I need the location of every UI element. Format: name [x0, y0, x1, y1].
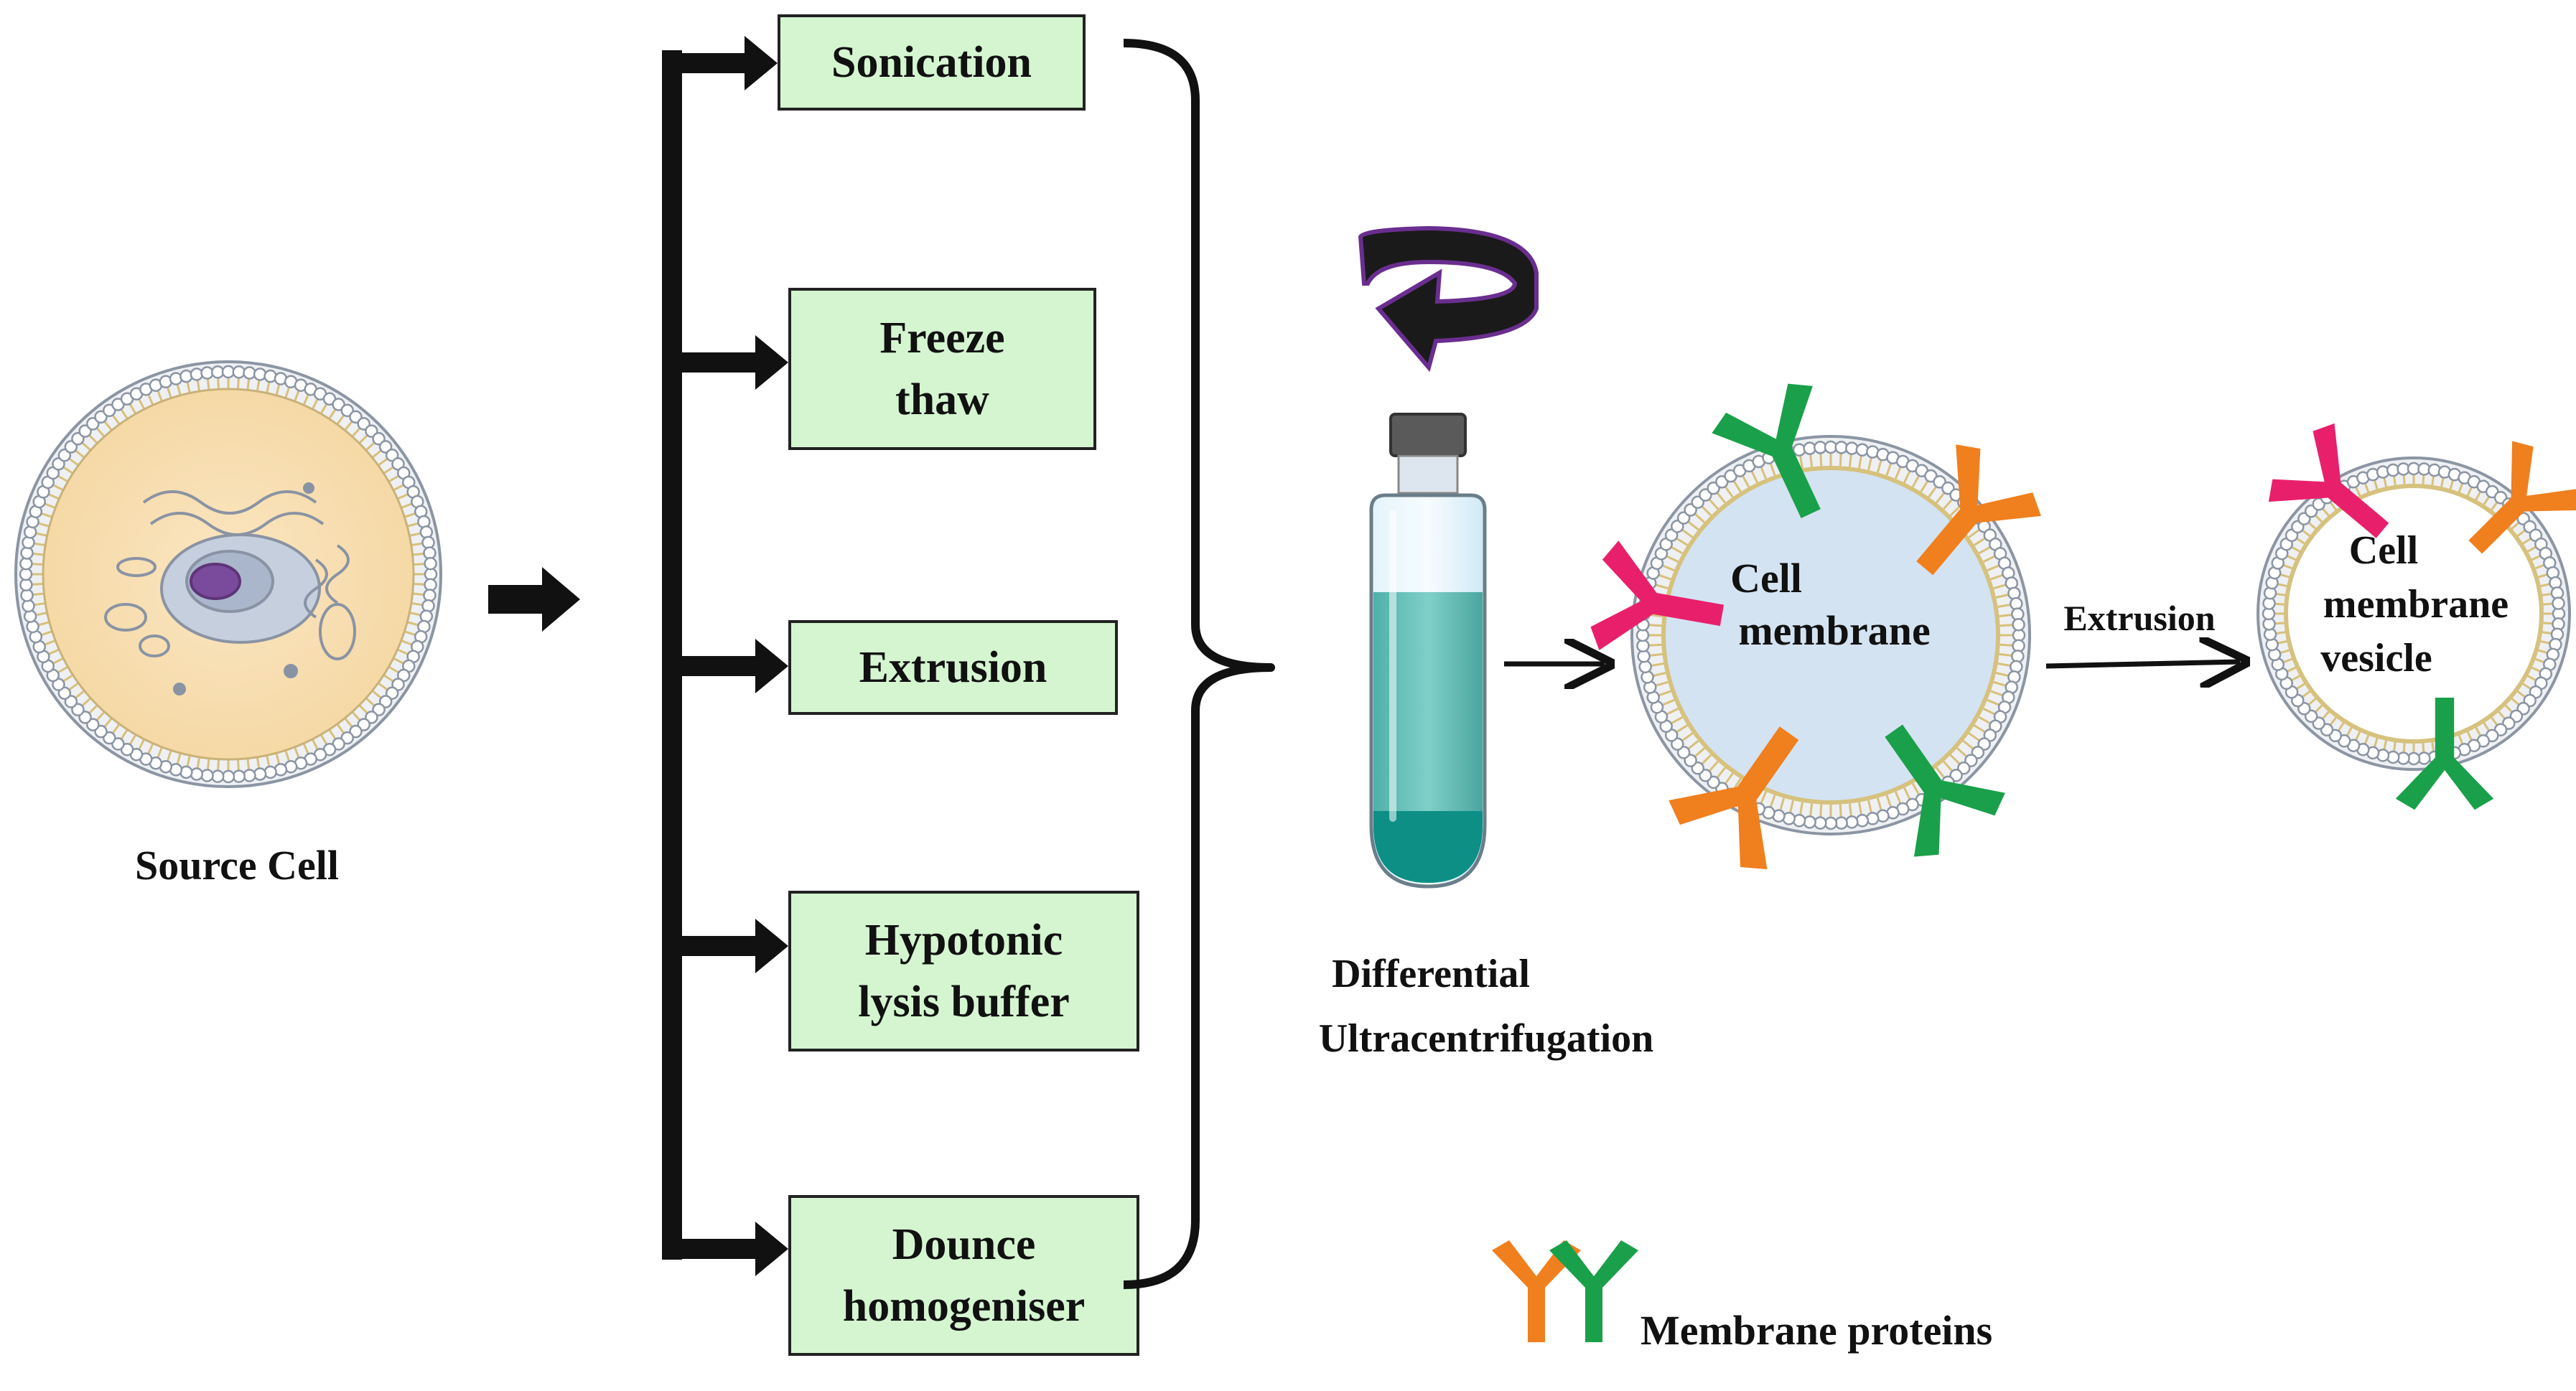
method-arrow	[662, 1222, 788, 1276]
method-label: Freeze	[879, 314, 1004, 362]
methods-distribution-bracket	[662, 50, 682, 1260]
source-cell-bilayer	[19, 365, 438, 784]
source-cell-label: Source Cell	[135, 842, 339, 889]
membrane-protein-orange-icon	[1916, 444, 2041, 576]
membrane-label-line-1: Cell	[1730, 555, 1802, 601]
method-arrow	[662, 639, 788, 693]
membrane-label-line-2: membrane	[1738, 607, 1930, 654]
centrifuge-tube: Differential Ultracentrifugation	[1319, 225, 1654, 1061]
method-item: Dounce homogeniser	[662, 1195, 1139, 1356]
method-box	[788, 1195, 1139, 1356]
method-item: Freeze thaw	[662, 288, 1096, 450]
method-arrow	[662, 335, 788, 390]
membrane-protein-green-icon	[1712, 383, 1821, 518]
source-to-methods-arrow	[488, 567, 580, 632]
method-item: Hypotonic lysis buffer	[662, 891, 1139, 1052]
membrane-protein-orange-icon	[1669, 726, 1799, 870]
membrane-protein-pink-icon	[1590, 540, 1725, 650]
membrane-to-vesicle-arrow	[2045, 662, 2240, 666]
legend-green-protein-icon	[1549, 1240, 1638, 1342]
method-label: Extrusion	[859, 643, 1047, 692]
methods-curly-brace	[1123, 39, 1275, 1289]
method-item: Extrusion	[662, 620, 1118, 715]
centrifugation-label-line-2: Ultracentrifugation	[1319, 1016, 1654, 1061]
vesicle-label-line-1: Cell	[2349, 528, 2418, 573]
method-box	[788, 288, 1096, 450]
cell-organelles	[104, 482, 356, 696]
method-box	[778, 14, 1086, 111]
method-arrow	[662, 36, 778, 90]
method-label: Dounce	[892, 1220, 1036, 1269]
vesicle-protein-pink-icon	[2268, 423, 2389, 538]
membrane-vesicle-illustration: Cell membrane vesicle	[2257, 423, 2576, 810]
cell-membrane-illustration: Cell membrane	[1590, 383, 2041, 870]
method-label: thaw	[895, 375, 989, 424]
method-arrow	[662, 919, 788, 973]
vesicle-protein-orange-icon	[2468, 441, 2576, 554]
rotation-arrow-icon	[1358, 225, 1539, 373]
method-label: homogeniser	[843, 1282, 1086, 1331]
method-box	[788, 891, 1139, 1052]
method-item: Sonication	[662, 14, 1086, 111]
method-box	[788, 620, 1118, 715]
centrifugation-label-line-1: Differential	[1332, 952, 1530, 996]
vesicle-label-line-2: membrane	[2323, 582, 2509, 627]
extrusion-step-label: Extrusion	[2063, 598, 2215, 638]
method-label: Sonication	[831, 38, 1032, 87]
legend-label: Membrane proteins	[1641, 1307, 1992, 1354]
source-cell-illustration: Source Cell	[14, 360, 442, 889]
vesicle-label-line-3: vesicle	[2320, 636, 2432, 680]
membrane-protein-green-icon	[1885, 724, 2005, 857]
legend: Membrane proteins	[1492, 1240, 1992, 1354]
vesicle-protein-green-icon	[2395, 698, 2494, 810]
method-label: Hypotonic	[865, 916, 1063, 965]
method-label: lysis buffer	[858, 978, 1070, 1026]
